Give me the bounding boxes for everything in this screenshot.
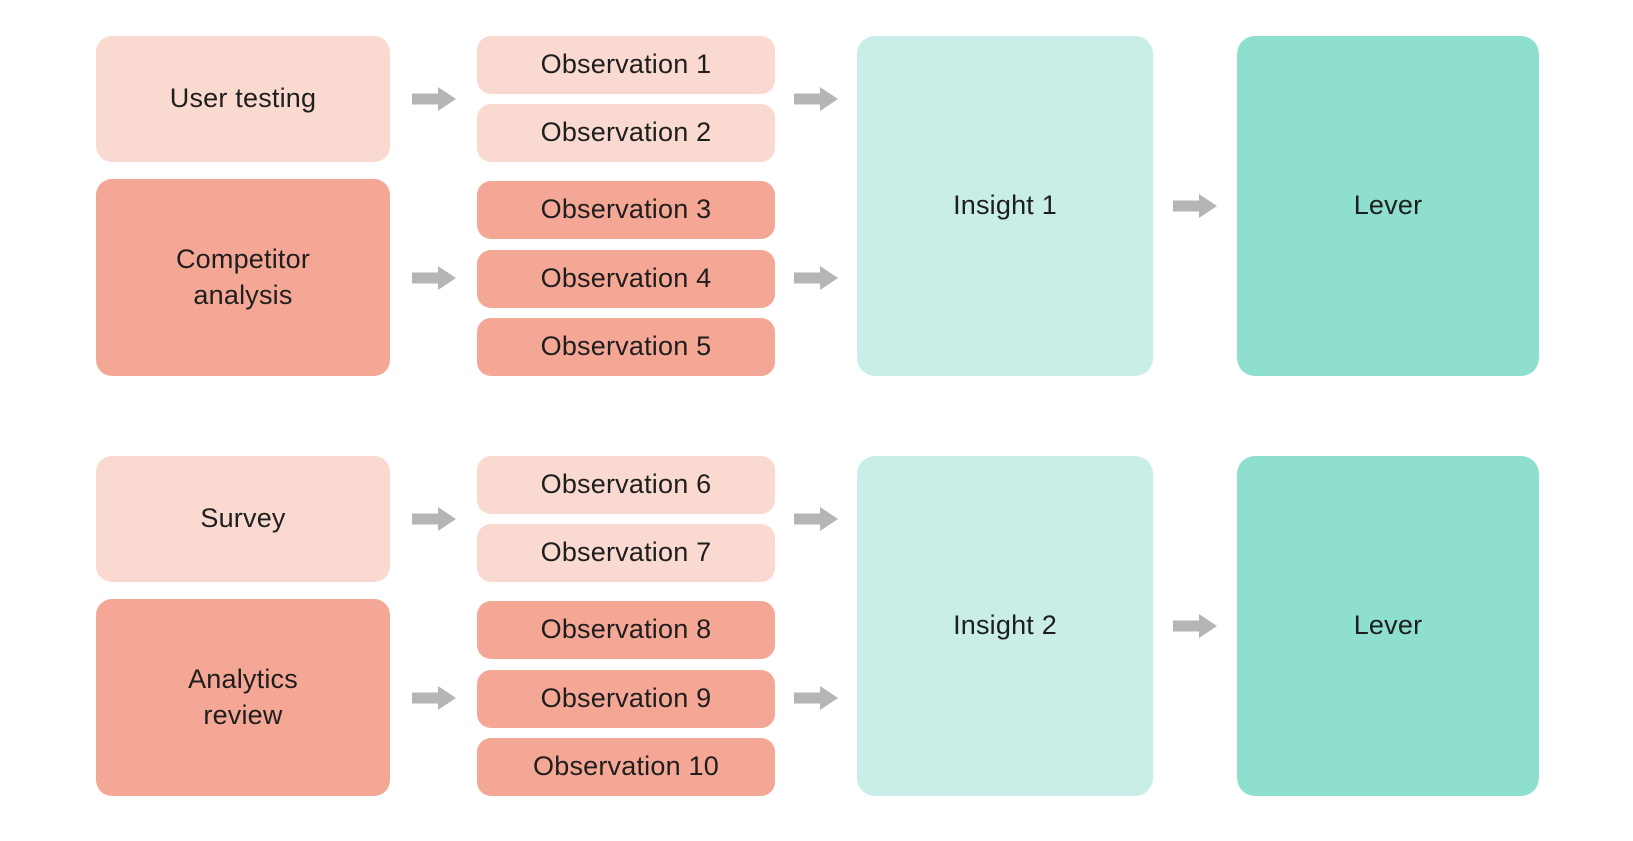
observation-label: Observation 8 <box>540 614 712 645</box>
source-box-competitor-analysis: Competitor analysis <box>96 179 390 376</box>
right-block-arrow-icon <box>794 686 838 710</box>
lever-label: Lever <box>1353 190 1423 221</box>
source-label: User testing <box>169 83 317 114</box>
source-label: Competitor analysis <box>175 244 311 310</box>
source-box-user-testing: User testing <box>96 36 390 162</box>
observation-label: Observation 2 <box>540 117 712 148</box>
source-box-survey: Survey <box>96 456 390 582</box>
right-block-arrow-icon <box>412 266 456 290</box>
observation-pill: Observation 3 <box>477 181 775 239</box>
lever-label: Lever <box>1353 610 1423 641</box>
right-block-arrow-icon <box>794 507 838 531</box>
insight-group-1: User testing Competitor analysis Observa… <box>96 36 1539 376</box>
observation-label: Observation 7 <box>540 537 712 568</box>
lever-box: Lever <box>1237 456 1539 796</box>
observation-label: Observation 4 <box>540 263 712 294</box>
observation-label: Observation 3 <box>540 194 712 225</box>
observation-pill: Observation 9 <box>477 670 775 728</box>
observation-pill: Observation 2 <box>477 104 775 162</box>
observation-label: Observation 5 <box>540 331 712 362</box>
insight-label: Insight 2 <box>953 610 1057 641</box>
right-block-arrow-icon <box>412 87 456 111</box>
observation-pill: Observation 1 <box>477 36 775 94</box>
source-label: Survey <box>200 503 286 534</box>
right-block-arrow-icon <box>794 87 838 111</box>
right-block-arrow-icon <box>1173 194 1217 218</box>
observation-label: Observation 6 <box>540 469 712 500</box>
source-label: Analytics review <box>188 664 298 730</box>
observation-pill: Observation 6 <box>477 456 775 514</box>
insight-box: Insight 2 <box>857 456 1153 796</box>
insight-label: Insight 1 <box>953 190 1057 221</box>
right-block-arrow-icon <box>794 266 838 290</box>
source-box-analytics-review: Analytics review <box>96 599 390 796</box>
insight-box: Insight 1 <box>857 36 1153 376</box>
observation-pill: Observation 10 <box>477 738 775 796</box>
observation-label: Observation 1 <box>540 49 712 80</box>
observation-label: Observation 9 <box>540 683 712 714</box>
observation-pill: Observation 7 <box>477 524 775 582</box>
lever-box: Lever <box>1237 36 1539 376</box>
observation-pill: Observation 5 <box>477 318 775 376</box>
observation-pill: Observation 8 <box>477 601 775 659</box>
insight-group-2: Survey Analytics review Observation 6 Ob… <box>96 456 1539 796</box>
observation-label: Observation 10 <box>533 751 719 782</box>
right-block-arrow-icon <box>412 686 456 710</box>
right-block-arrow-icon <box>412 507 456 531</box>
right-block-arrow-icon <box>1173 614 1217 638</box>
observation-pill: Observation 4 <box>477 250 775 308</box>
